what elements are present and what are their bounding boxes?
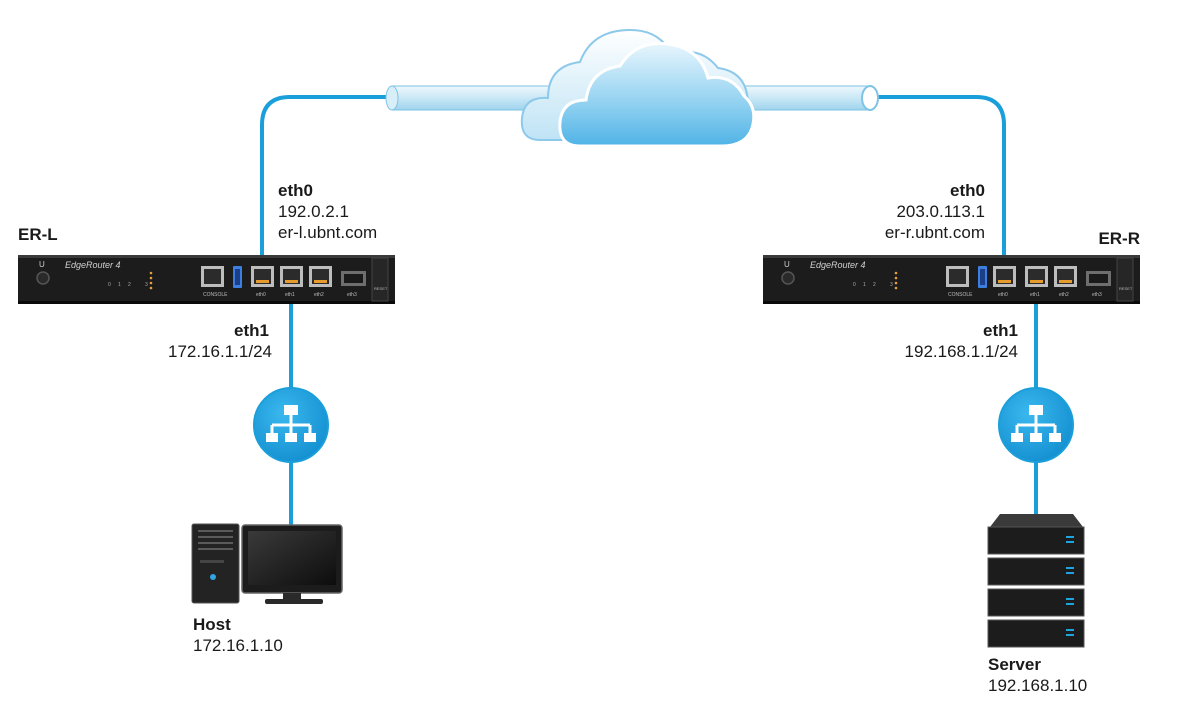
computer-tower <box>191 523 240 604</box>
port-label: eth3 <box>1092 292 1102 298</box>
led-number: 0 <box>853 282 856 288</box>
port-label: eth0 <box>256 292 266 298</box>
reset-label: RESET <box>374 286 388 291</box>
status-leds <box>149 271 153 290</box>
er-r-router: U EdgeRouter 4 0 1 2 3 CONSOLE eth0 eth1… <box>763 255 1140 304</box>
router-model: EdgeRouter 4 <box>65 260 121 270</box>
host-name: Host <box>193 615 231 634</box>
server-rack-icon <box>987 514 1085 648</box>
port-label: CONSOLE <box>203 292 228 298</box>
port-label: eth0 <box>998 292 1008 298</box>
status-leds <box>894 271 898 290</box>
led-number: 1 <box>118 282 121 288</box>
er-l-router: U EdgeRouter 4 0 1 2 3 CONSOLE eth0 eth1 <box>18 255 395 304</box>
desktop-computer-icon <box>191 523 343 604</box>
reset-label: RESET <box>1119 286 1133 291</box>
ubiquiti-logo: U <box>39 260 45 269</box>
led-number: 1 <box>863 282 866 288</box>
reset-panel <box>371 257 389 302</box>
led-number: 3 <box>890 282 893 288</box>
cloud-icon <box>520 28 756 148</box>
port-label: eth1 <box>1030 292 1040 298</box>
port-label: CONSOLE <box>948 292 973 298</box>
er-r-eth0-name: eth0 <box>950 181 985 200</box>
router-model: EdgeRouter 4 <box>810 260 866 270</box>
er-r-eth1-ip: 192.168.1.1/24 <box>904 342 1018 361</box>
er-l-eth0-ip: 192.0.2.1 <box>278 202 349 221</box>
host-ip: 172.16.1.10 <box>193 636 283 655</box>
er-r-eth0-hostname: er-r.ubnt.com <box>884 223 985 242</box>
port-label: eth2 <box>1059 292 1069 298</box>
led-number: 3 <box>145 282 148 288</box>
led-labels: 0 1 2 3 <box>108 282 148 288</box>
er-l-name: ER-L <box>18 225 58 244</box>
er-l-eth0-hostname: er-l.ubnt.com <box>278 223 378 242</box>
er-r-eth0-ip: 203.0.113.1 <box>896 202 985 221</box>
ubiquiti-logo: U <box>784 260 790 269</box>
port-label: eth2 <box>314 292 324 298</box>
power-button <box>781 271 795 285</box>
link-er-r-eth0-to-internet <box>872 95 1006 262</box>
er-l-eth1-ip: 172.16.1.1/24 <box>168 342 272 361</box>
links <box>260 95 1038 527</box>
er-l-eth0-name: eth0 <box>278 181 313 200</box>
server-name: Server <box>988 655 1041 674</box>
led-labels: 0 1 2 3 <box>853 282 893 288</box>
led-number: 2 <box>128 282 131 288</box>
er-r-eth1-name: eth1 <box>983 321 1018 340</box>
led-number: 2 <box>873 282 876 288</box>
led-number: 0 <box>108 282 111 288</box>
network-switch-icon <box>998 387 1074 463</box>
link-er-l-eth0-to-internet <box>260 95 392 262</box>
power-button <box>36 271 50 285</box>
server-ip: 192.168.1.10 <box>988 676 1088 695</box>
network-switch-icon <box>253 387 329 463</box>
port-label: eth1 <box>285 292 295 298</box>
reset-panel <box>1116 257 1134 302</box>
er-r-name: ER-R <box>1098 229 1140 248</box>
port-label: eth3 <box>347 292 357 298</box>
er-l-eth1-name: eth1 <box>234 321 269 340</box>
